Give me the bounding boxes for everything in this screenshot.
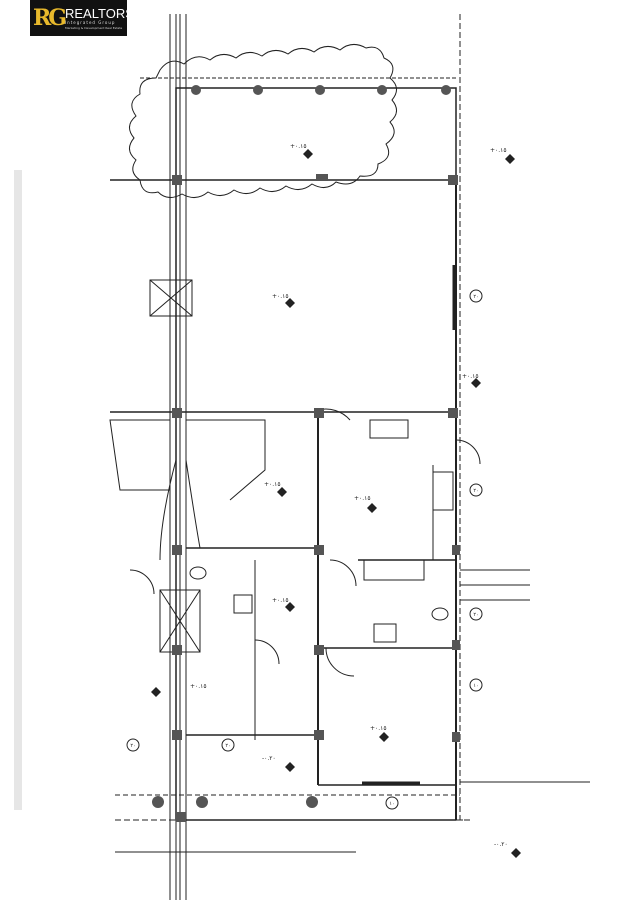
elevator-cross <box>159 589 201 653</box>
column <box>176 812 186 822</box>
tag-circle <box>385 796 399 810</box>
level-label: +٠.١٥ <box>272 597 289 604</box>
level-symbol-icon <box>379 732 389 742</box>
round-column <box>253 85 263 95</box>
column <box>314 408 324 418</box>
level-symbol-icon <box>505 154 515 164</box>
door-swing <box>329 559 357 587</box>
column <box>172 730 182 740</box>
toilet <box>189 566 207 580</box>
realtors-logo: RG REALTORS Integrated Group Marketing &… <box>30 0 134 36</box>
washbasin <box>373 623 397 643</box>
door-swing <box>254 639 280 665</box>
tag-circle <box>126 738 140 752</box>
column <box>452 732 460 742</box>
round-column <box>196 796 208 808</box>
round-column <box>377 85 387 95</box>
tag-circle <box>469 483 483 497</box>
column <box>314 545 324 555</box>
round-column <box>191 85 201 95</box>
toilet <box>431 607 449 621</box>
tag-label: ٢٠ <box>473 488 478 494</box>
tags <box>126 289 483 810</box>
tag-label: ٢٠ <box>130 743 135 749</box>
stair-left <box>109 419 171 491</box>
column <box>172 408 182 418</box>
columns <box>152 85 460 822</box>
level-symbol-icon <box>367 503 377 513</box>
column <box>172 545 182 555</box>
door-swing <box>455 439 481 465</box>
round-column <box>315 85 325 95</box>
level-symbol-icon <box>285 762 295 772</box>
washbasin <box>233 594 253 614</box>
column <box>172 175 182 185</box>
sink-counter <box>363 559 425 581</box>
column <box>314 645 324 655</box>
level-symbol-icon <box>511 848 521 858</box>
shaft-cross <box>149 279 193 317</box>
level-symbol-icon <box>277 487 287 497</box>
tag-label: ٢٠ <box>473 612 478 618</box>
column <box>448 175 458 185</box>
stove <box>432 471 454 511</box>
round-column <box>152 796 164 808</box>
tag-circle <box>221 738 235 752</box>
column <box>314 730 324 740</box>
revision-cloud <box>129 44 397 198</box>
stair-curve <box>159 459 201 561</box>
round-column <box>441 85 451 95</box>
column <box>452 640 460 650</box>
logo-tagline: Marketing & Development Real Estate <box>65 25 123 30</box>
level-label: +٠.١٥ <box>264 481 281 488</box>
tag-label: ١٠ <box>473 683 478 689</box>
level-markers: +٠.١٥ +٠.١٥ +٠.١٥ +٠.١٥ +٠.١٥ +٠.١٥ +٠.١… <box>190 143 508 848</box>
round-column <box>306 796 318 808</box>
tag-label: ١٠ <box>389 801 394 807</box>
shaft-opening <box>149 279 193 317</box>
column <box>316 174 328 181</box>
tag-circle <box>469 607 483 621</box>
tag-circle <box>469 678 483 692</box>
level-label: +٠.١٥ <box>190 683 207 690</box>
tag-circle <box>469 289 483 303</box>
door-swing <box>325 647 355 677</box>
level-label: +٠.١٥ <box>290 143 307 150</box>
level-label: +٠.١٥ <box>462 373 479 380</box>
door-swing <box>129 569 155 595</box>
column <box>172 645 182 655</box>
level-symbols <box>151 149 521 858</box>
column <box>452 545 460 555</box>
level-label: +٠.١٥ <box>490 147 507 154</box>
plan-lines <box>109 14 590 900</box>
logo-title: REALTORS <box>65 5 134 21</box>
kitchen-unit <box>369 419 409 439</box>
level-label: +٠.١٥ <box>354 495 371 502</box>
outer-wall <box>175 87 457 821</box>
level-symbol-icon <box>471 378 481 388</box>
level-symbol-icon <box>303 149 313 159</box>
level-label: +٠.١٥ <box>370 725 387 732</box>
level-label: +٠.١٥ <box>272 293 289 300</box>
level-symbol-icon <box>151 687 161 697</box>
tag-label: ٢٠ <box>225 743 230 749</box>
stair-right <box>186 419 266 501</box>
level-symbol-icon <box>285 602 295 612</box>
column <box>448 408 458 418</box>
logo-subtitle: Integrated Group <box>65 19 116 25</box>
logo-mark: RG <box>33 5 67 31</box>
level-label: -٠.٢٠ <box>262 755 276 762</box>
property-boundary <box>459 14 468 821</box>
tag-label: ٢٠ <box>473 294 478 300</box>
level-label: -٠.٢٠ <box>494 841 508 848</box>
scan-shadow <box>14 170 22 810</box>
level-symbol-icon <box>285 298 295 308</box>
